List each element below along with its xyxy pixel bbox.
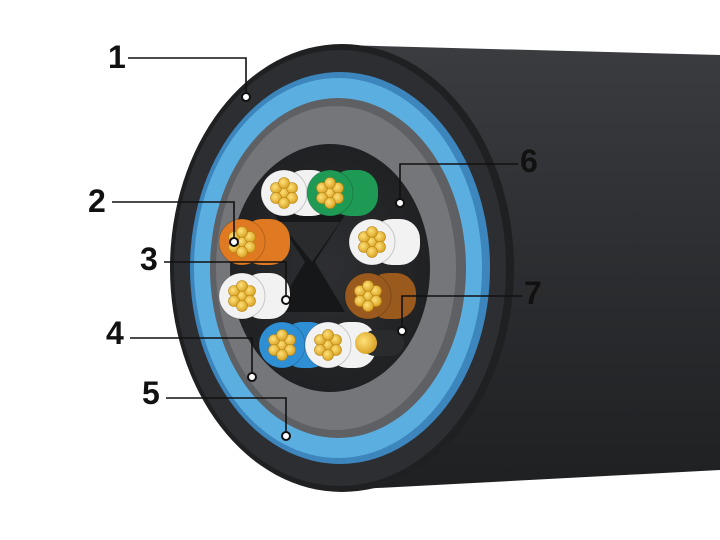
- insulated-conductor-white-4-copper-strand-7: [322, 349, 334, 361]
- insulated-conductor-white-2: [348, 218, 420, 266]
- ring-dot-icon: [281, 431, 291, 441]
- ring-dot-icon: [397, 326, 407, 336]
- callout-5: 5: [142, 375, 291, 441]
- callout-layer: 1 2 3 4 5 6: [88, 39, 542, 441]
- insulated-pair-green-copper-strand-6: [324, 177, 336, 189]
- insulated-conductor-white-1-copper-strand-7: [278, 197, 290, 209]
- insulated-conductor-white-4-copper-strand-6: [322, 329, 334, 341]
- insulated-pair-orange: [218, 218, 290, 266]
- callout-label-7: 7: [524, 275, 542, 311]
- callout-label-4: 4: [106, 315, 124, 351]
- insulated-conductor-white-3: [218, 272, 290, 320]
- ring-dot-icon: [229, 237, 239, 247]
- insulated-conductor-white-3-copper-strand-6: [236, 280, 248, 292]
- insulated-pair-green: [306, 169, 378, 217]
- leader-line-3: [164, 261, 287, 300]
- callout-label-5: 5: [142, 375, 160, 411]
- cross-separator: [275, 215, 345, 312]
- callout-4: 4: [106, 315, 257, 382]
- callout-6: 6: [395, 143, 538, 208]
- callout-1: 1: [108, 39, 251, 102]
- insulated-conductor-white-3-copper-strand-7: [236, 300, 248, 312]
- insulated-conductor-white-1-copper-strand-6: [278, 177, 290, 189]
- callout-label-6: 6: [520, 143, 538, 179]
- insulated-conductor-brown-copper-strand-7: [362, 300, 374, 312]
- ring-dot-icon: [247, 372, 257, 382]
- leader-line-6: [399, 163, 518, 203]
- callout-label-1: 1: [108, 39, 126, 75]
- insulated-pair-orange-copper-strand-7: [236, 246, 248, 258]
- insulated-conductor-white-4: [304, 321, 376, 369]
- callout-label-3: 3: [140, 241, 158, 277]
- leader-line-2: [112, 201, 235, 242]
- conductor-group: [218, 169, 420, 369]
- ring-dot-icon: [281, 295, 291, 305]
- callout-label-2: 2: [88, 183, 106, 219]
- leader-line-5: [166, 397, 287, 436]
- ring-dot-icon: [241, 92, 251, 102]
- callout-3: 3: [140, 241, 291, 305]
- leader-line-1: [128, 57, 247, 97]
- insulated-conductor-white-2-copper-strand-6: [366, 226, 378, 238]
- ring-dot-icon: [395, 198, 405, 208]
- insulated-conductor-blue-copper-strand-6: [276, 329, 288, 341]
- leader-line-7: [401, 295, 522, 331]
- insulated-pair-green-copper-strand-7: [324, 197, 336, 209]
- callout-2: 2: [88, 183, 239, 247]
- drain-wire: [355, 330, 404, 356]
- leader-line-4: [130, 337, 253, 377]
- insulated-pair-orange-copper-strand-6: [236, 226, 248, 238]
- callout-7: 7: [397, 275, 542, 336]
- insulated-conductor-blue-copper-strand-7: [276, 349, 288, 361]
- insulated-conductor-brown: [344, 272, 416, 320]
- insulated-conductor-brown-copper-strand-6: [362, 280, 374, 292]
- insulated-conductor-white-2-copper-strand-7: [366, 246, 378, 258]
